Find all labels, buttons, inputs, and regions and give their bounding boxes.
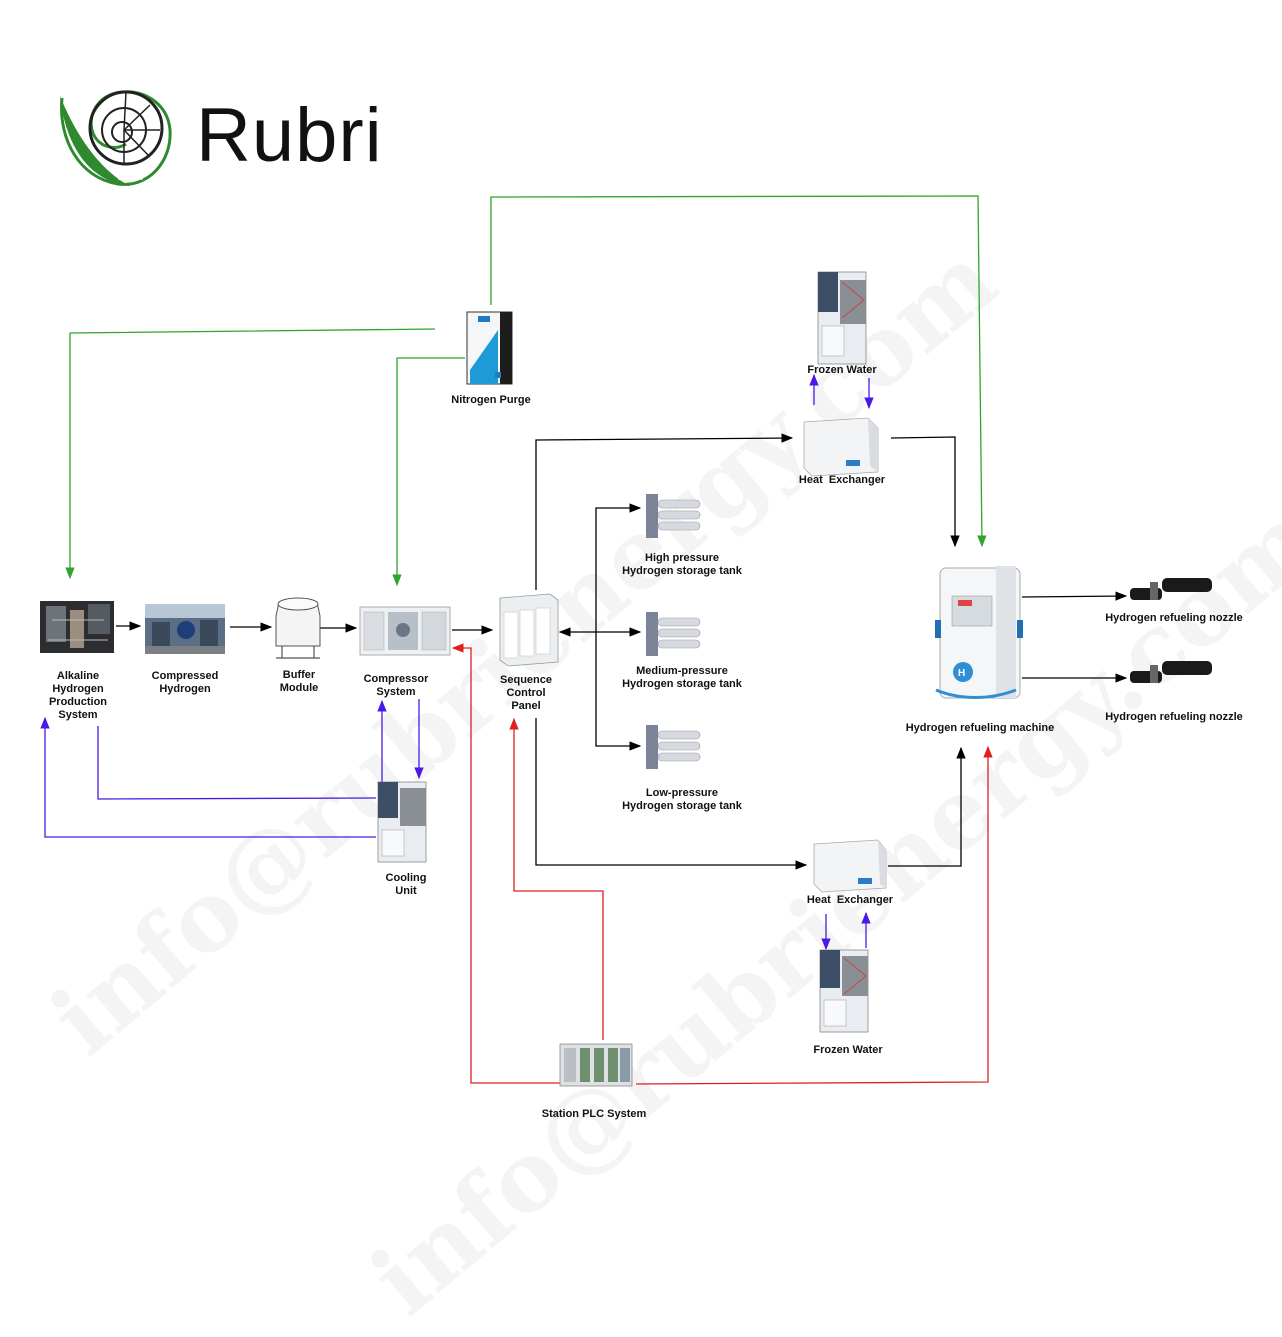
cooling-unit-icon (377, 781, 427, 863)
nitrogen-lines (65, 195, 987, 587)
label-line: Panel (511, 700, 541, 712)
label-line: Hydrogen storage tank (622, 800, 742, 812)
cooling-lines (40, 373, 874, 951)
label-line: Unit (395, 885, 417, 897)
frozen-water-chiller-bottom-icon (819, 949, 869, 1033)
diagram-canvas: info@rubrienergy.com info@rubrienergy.co… (30, 90, 1282, 1337)
label-line: Buffer (282, 669, 316, 681)
label-line: Hydrogen storage tank (622, 565, 742, 577)
label-line: Compressed (151, 670, 219, 682)
hydrogen-dispenser-icon: H (935, 566, 1023, 699)
label-line: System (58, 709, 98, 721)
alkaline-electrolyzer-icon (40, 601, 114, 653)
station-plc-icon (559, 1043, 633, 1087)
flow-diagram: Rubri (40, 90, 1212, 1087)
label-frozen-water-bottom: Frozen Water (813, 1044, 883, 1056)
label-cooling-unit: Cooling Unit (370, 872, 442, 898)
label-station-plc: Station PLC System (541, 1108, 647, 1120)
label-line: Hydrogen (159, 683, 211, 695)
heat-exchanger-bottom-icon (813, 839, 887, 893)
label-nozzle-bottom: Hydrogen refueling nozzle (1105, 711, 1243, 723)
hydrogen-flow-lines (116, 433, 1128, 870)
label-nozzle-top: Hydrogen refueling nozzle (1105, 612, 1243, 624)
refueling-nozzle-bottom-icon (1130, 661, 1212, 683)
logo-small-text: Rubri (117, 173, 144, 183)
label-compressor-system: Compressor System (350, 673, 442, 699)
label-line: High pressure (645, 552, 719, 564)
rubri-logo-icon: Rubri (60, 90, 172, 186)
high-pressure-tank-icon (646, 494, 701, 538)
nitrogen-purge-icon (466, 311, 513, 385)
brand-name: Rubri (196, 93, 383, 178)
label-dispenser: Hydrogen refueling machine (905, 722, 1055, 734)
control-lines (451, 643, 993, 1085)
label-frozen-water-top: Frozen Water (807, 364, 877, 376)
heat-exchanger-top-icon (803, 417, 879, 477)
medium-pressure-tank-icon (646, 612, 701, 656)
label-heat-exchanger-top: Heat Exchanger (798, 474, 886, 486)
compressor-system-icon (359, 606, 451, 656)
compressed-hydrogen-icon (145, 604, 225, 654)
refueling-nozzle-top-icon (1130, 578, 1212, 600)
label-line: Module (279, 682, 319, 694)
label-line: Hydrogen storage tank (622, 678, 742, 690)
label-line: System (376, 686, 416, 698)
label-line: Hydrogen (52, 683, 104, 695)
label-alkaline-system: Alkaline Hydrogen Production System (38, 670, 118, 722)
label-heat-exchanger-bottom: Heat Exchanger (806, 894, 894, 906)
label-line: Medium-pressure (636, 665, 728, 677)
label-line: Low-pressure (645, 787, 719, 799)
label-high-pressure-tank: High pressure Hydrogen storage tank (612, 552, 752, 578)
label-compressed-hydrogen: Compressed Hydrogen (142, 670, 228, 696)
label-line: Compressor (363, 673, 429, 685)
buffer-module-icon (275, 597, 321, 659)
label-medium-pressure-tank: Medium-pressure Hydrogen storage tank (612, 665, 752, 691)
label-low-pressure-tank: Low-pressure Hydrogen storage tank (612, 787, 752, 813)
svg-text:H: H (958, 668, 965, 679)
label-line: Control (506, 687, 546, 699)
label-line: Cooling (385, 872, 427, 884)
label-line: Alkaline (56, 670, 100, 682)
label-line: Sequence (500, 674, 552, 686)
label-sequence-control-panel: Sequence Control Panel (488, 674, 564, 713)
label-buffer-module: Buffer Module (264, 669, 334, 695)
label-line: Production (48, 696, 108, 708)
sequence-control-panel-icon (499, 593, 559, 667)
label-nitrogen-purge: Nitrogen Purge (451, 394, 531, 406)
low-pressure-tank-icon (646, 725, 701, 769)
frozen-water-chiller-top-icon (817, 271, 867, 365)
